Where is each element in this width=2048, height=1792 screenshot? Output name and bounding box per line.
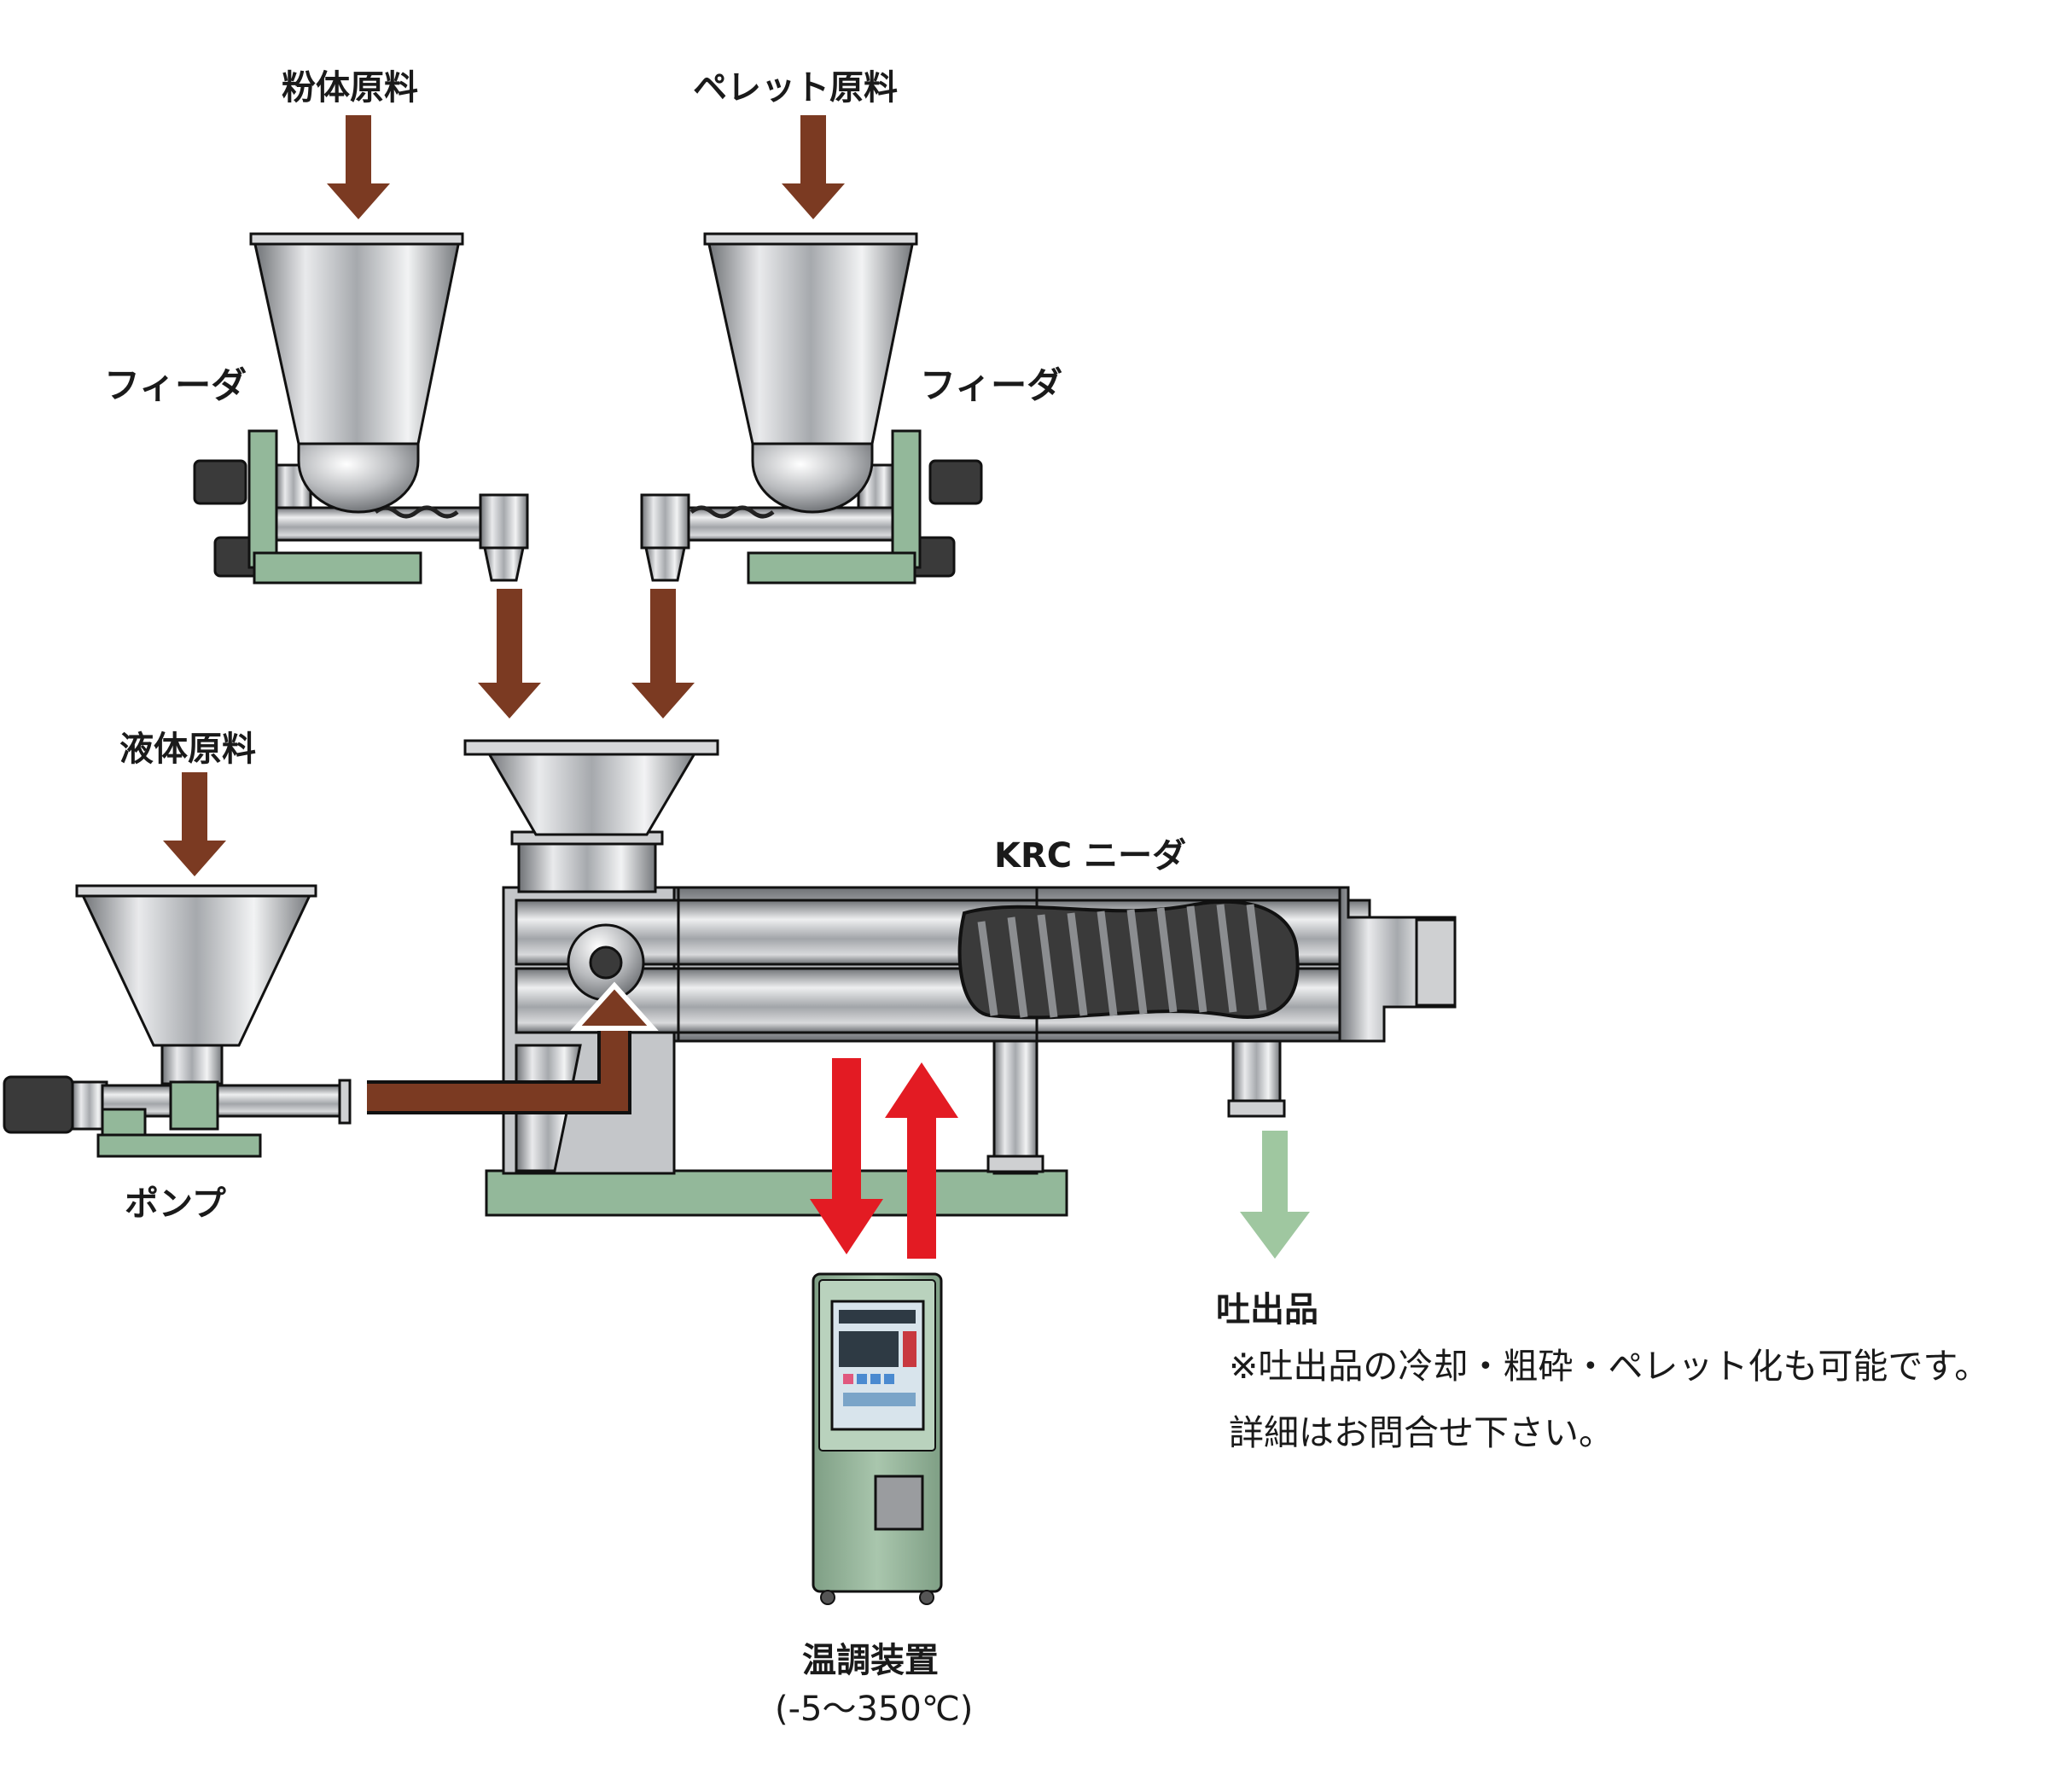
material-arrows [163,115,845,876]
control-button [857,1374,867,1384]
label-temperature-unit: 温調装置 [802,1641,939,1680]
krc-kneader [463,739,1457,1217]
arrow-product-out [1240,1131,1310,1259]
label-pellet: ペレット原料 [693,68,898,108]
label-liquid: 液体原料 [119,730,256,769]
arrow-feeder-left-to-hopper [478,589,541,719]
control-button [870,1374,881,1384]
label-temperature-range: (-5〜350℃) [775,1690,974,1729]
note-line-2: 詳細はお問合せ下さい。 [1229,1412,1614,1453]
arrow-heat-down [810,1058,883,1254]
heat-arrows [810,1058,958,1259]
arrow-feeder-right-to-hopper [631,589,695,719]
label-feeder-left: フィーダ [104,364,247,406]
temperature-control-unit [812,1272,943,1605]
label-product: 吐出品 [1216,1290,1318,1329]
label-kneader: KRC ニーダ [994,836,1187,876]
note-line-1: ※吐出品の冷却・粗砕・ペレット化も可能です。 [1229,1346,1990,1387]
label-pump: ポンプ [125,1184,226,1224]
feeder-right [640,232,983,585]
feeder-left [193,232,529,585]
arrow-liquid-in [163,772,226,876]
arrow-powder-in [327,115,390,219]
control-button [884,1374,894,1384]
control-button [843,1374,853,1384]
label-feeder-right: フィーダ [920,364,1063,406]
arrow-pellet-in [782,115,845,219]
arrow-heat-up [885,1062,958,1259]
label-powder: 粉体原料 [282,68,418,108]
liquid-pump [3,884,659,1158]
